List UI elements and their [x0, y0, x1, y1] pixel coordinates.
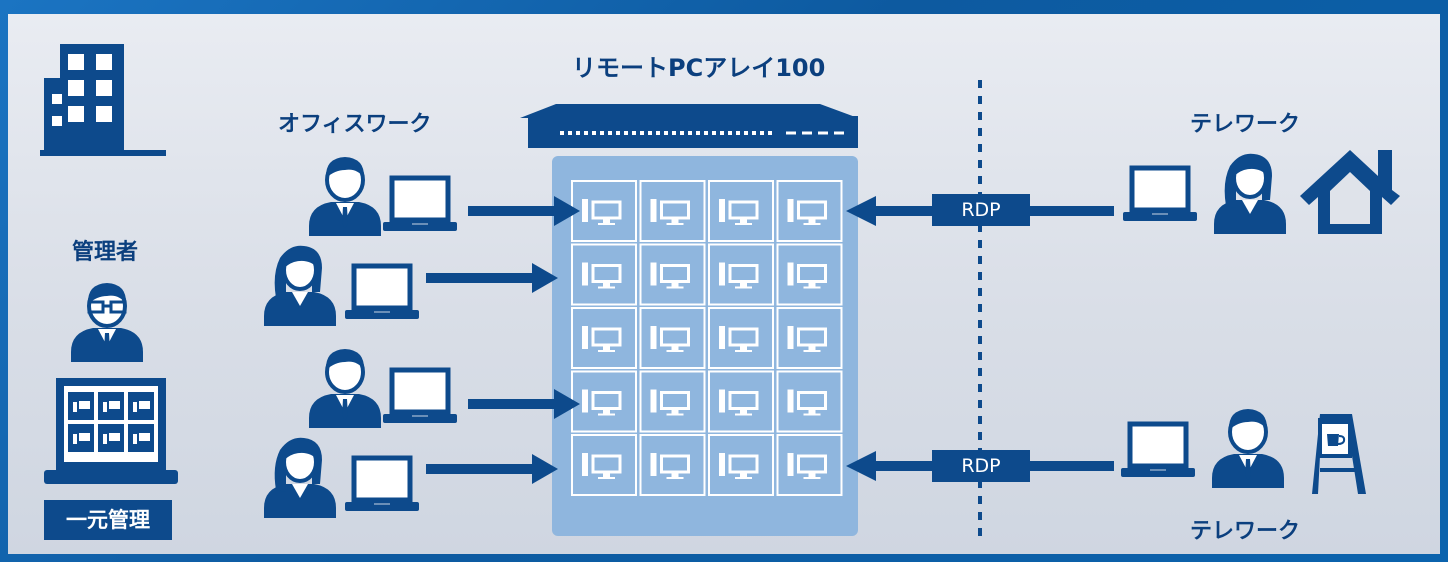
pc-cell [708, 307, 774, 369]
telework-label-bottom: テレワーク [1190, 519, 1301, 544]
pc-array-grid [571, 180, 843, 496]
telework-label-top: テレワーク [1190, 112, 1301, 137]
pc-cell [708, 370, 774, 433]
person-male-icon [307, 155, 383, 238]
admin-person-icon [69, 281, 145, 364]
laptop-icon [345, 458, 419, 511]
laptop-icon [1121, 424, 1195, 477]
pc-cell [708, 180, 774, 242]
pc-cell [776, 434, 843, 496]
pc-cell [776, 243, 843, 306]
person-female-icon [1212, 151, 1288, 236]
central-management-badge: 一元管理 [44, 500, 172, 540]
pc-cell [639, 434, 706, 496]
pc-cell [639, 307, 706, 369]
rdp-label-top: RDP [932, 194, 1030, 226]
pc-cell [571, 307, 637, 369]
laptop-icon [1123, 168, 1197, 221]
pc-cell [639, 180, 706, 242]
pc-cell [639, 243, 706, 306]
pc-cell [571, 180, 637, 242]
laptop-icon [383, 370, 457, 423]
person-female-icon [262, 243, 338, 328]
pc-cell [776, 307, 843, 369]
rdp-label-bottom: RDP [932, 450, 1030, 482]
person-female-icon [262, 435, 338, 520]
office-work-label: オフィスワーク [278, 112, 432, 137]
pc-cell [571, 370, 637, 433]
server-rack-icon [520, 104, 858, 148]
person-male-icon [307, 347, 383, 430]
pc-cell [571, 243, 637, 306]
cafe-sign-icon [1312, 414, 1366, 494]
monitor-laptop-icon [44, 378, 178, 484]
admin-label: 管理者 [72, 240, 139, 265]
building-icon [40, 44, 166, 156]
house-icon [1300, 150, 1400, 234]
pc-cell [776, 370, 843, 433]
arrow-to-array [426, 263, 558, 293]
pc-cell [571, 434, 637, 496]
pc-cell [639, 370, 706, 433]
pc-cell [776, 180, 843, 242]
arrow-to-array [426, 454, 558, 484]
pc-array-title: リモートPCアレイ100 [572, 54, 826, 82]
pc-cell [708, 243, 774, 306]
pc-cell [708, 434, 774, 496]
person-male-icon [1210, 407, 1286, 490]
laptop-icon [345, 266, 419, 319]
laptop-icon [383, 178, 457, 231]
